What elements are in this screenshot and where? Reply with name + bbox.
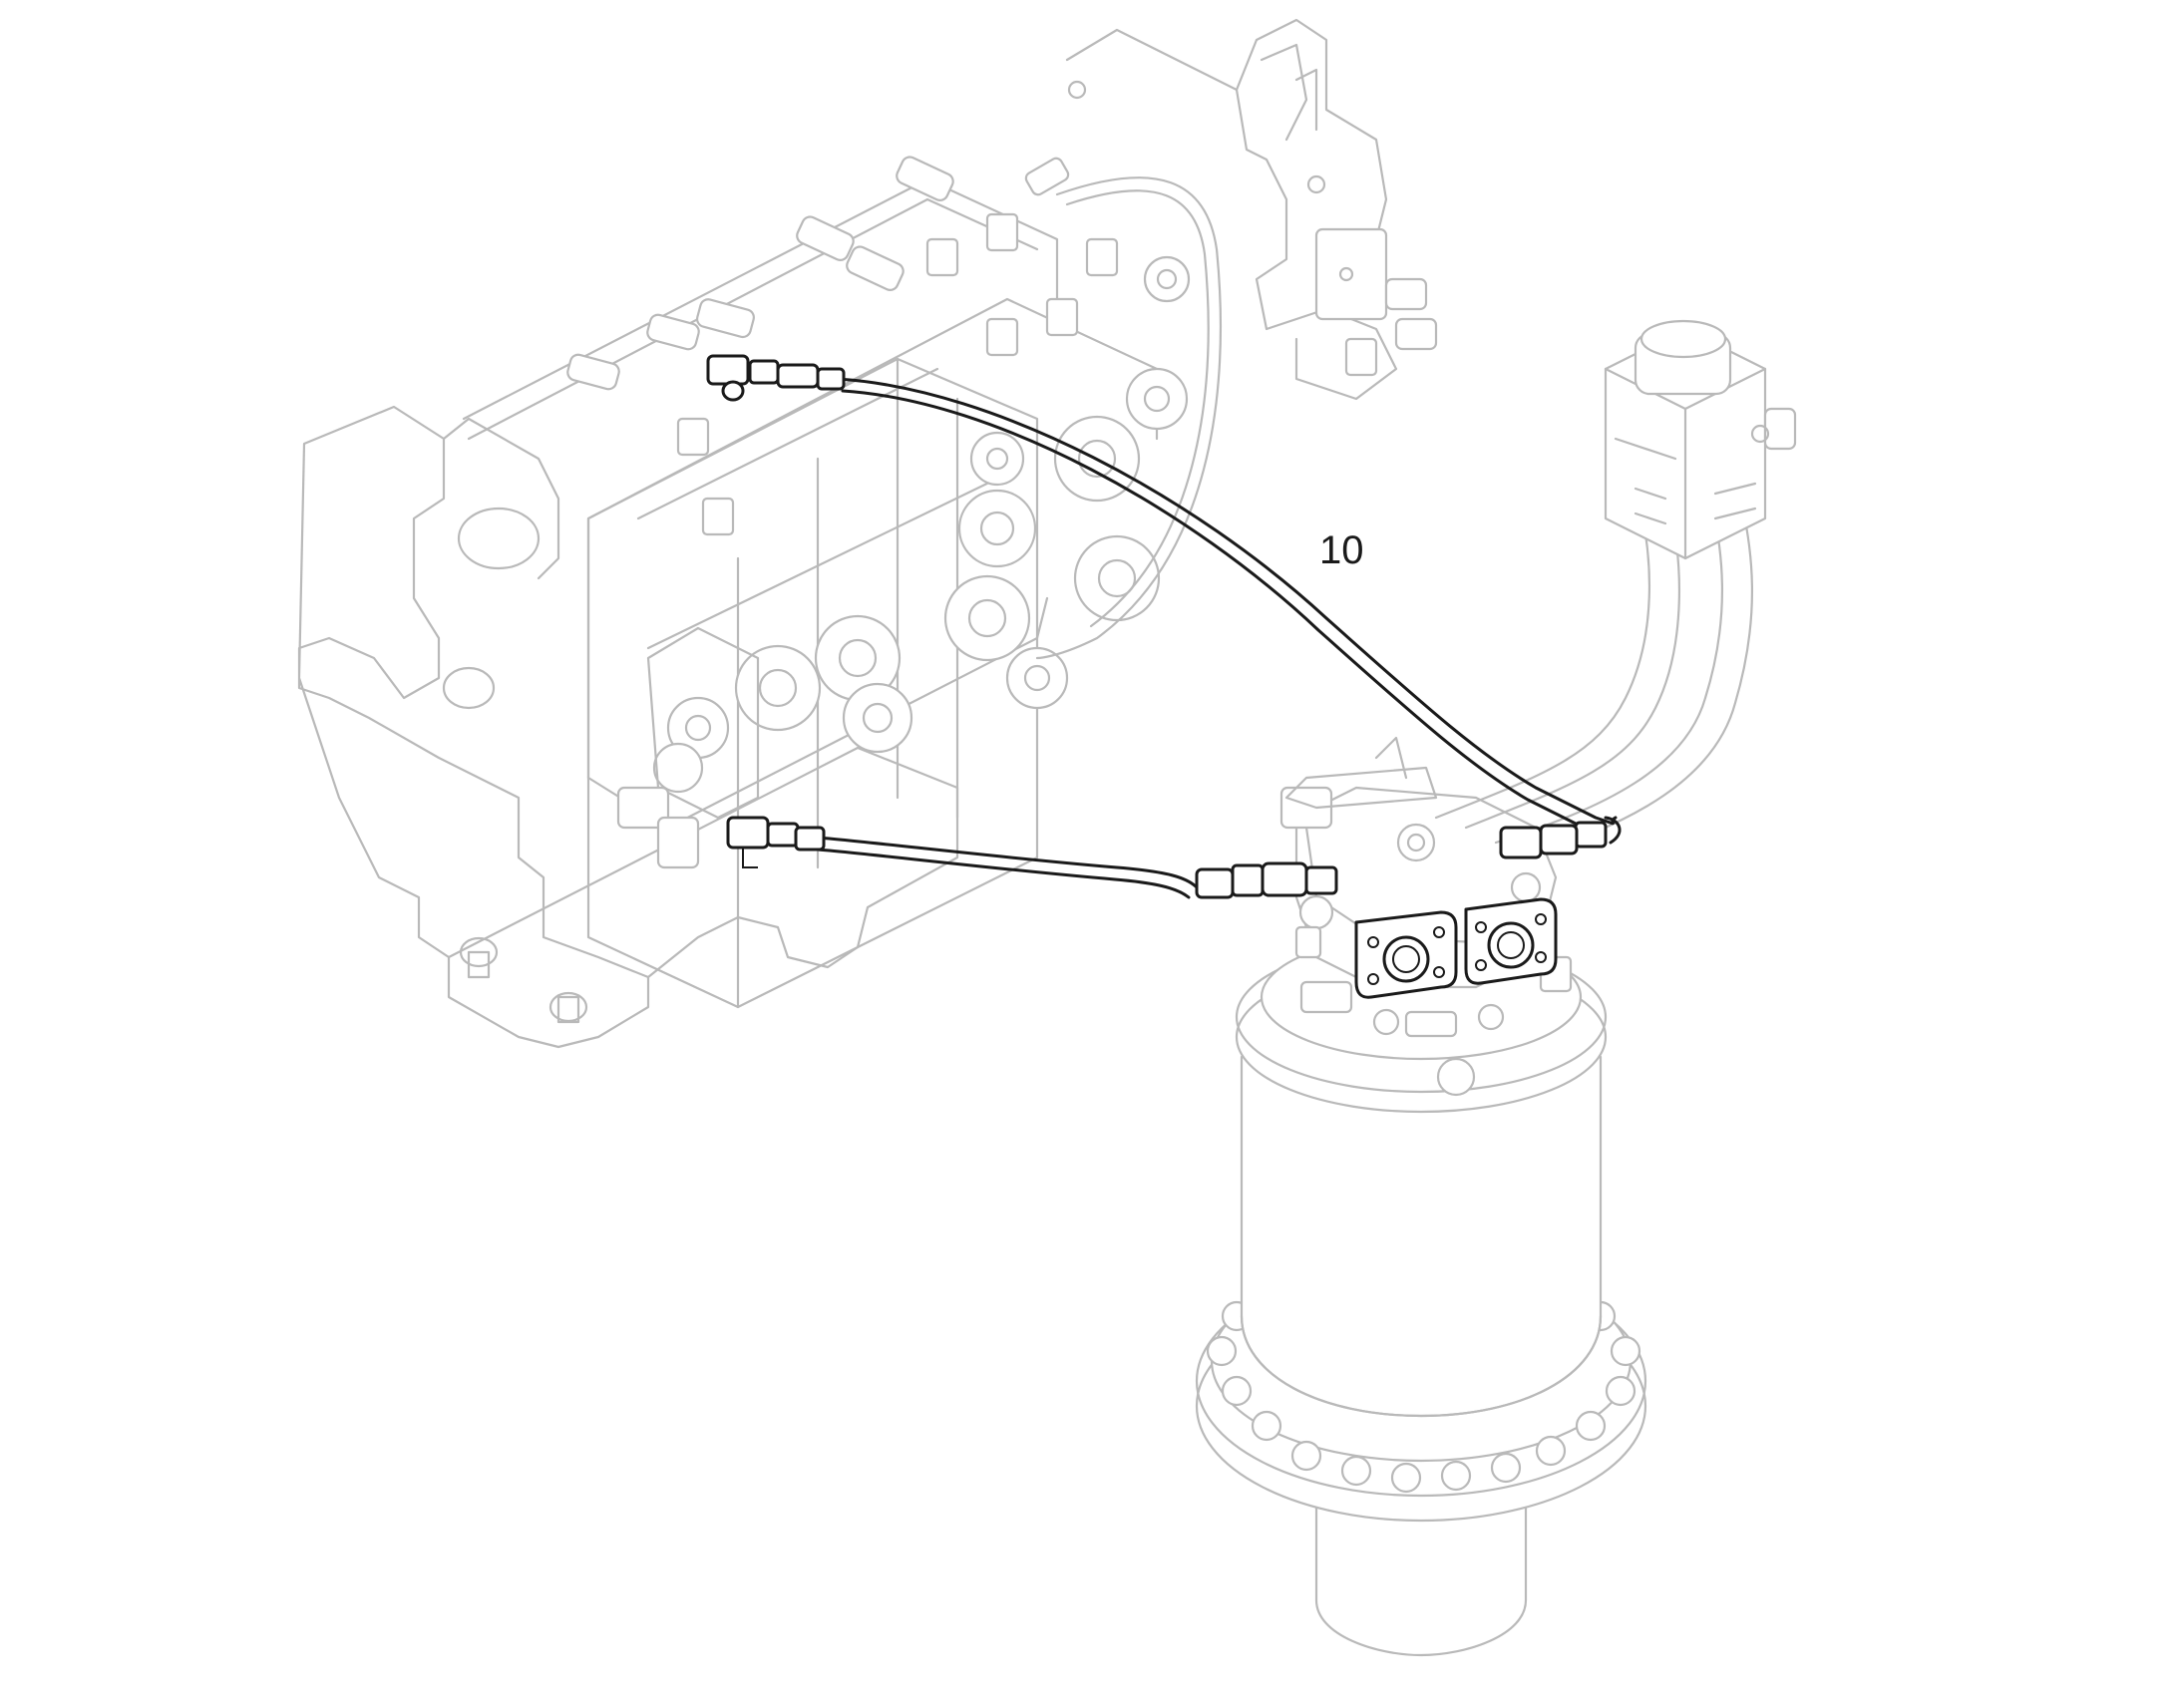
solenoid-valve xyxy=(1604,319,1797,560)
valve-port-plates xyxy=(652,255,1191,794)
lower-valve-fittings xyxy=(726,816,826,868)
flange-bolts xyxy=(1206,1300,1641,1494)
hose-callout-label: 10 xyxy=(1319,528,1364,572)
highlighted-hose-assembly xyxy=(706,354,1622,999)
chassis-frame xyxy=(297,177,1159,1049)
return-hose xyxy=(1035,176,1223,660)
motor-port-flanges xyxy=(1354,897,1558,999)
mounting-bracket xyxy=(1065,18,1438,401)
upper-motor-fittings xyxy=(1499,816,1622,859)
lower-motor-fittings xyxy=(1195,861,1338,899)
upper-valve-fittings xyxy=(706,354,846,402)
valve-top-fittings xyxy=(566,156,1119,536)
lower-pilot-hose xyxy=(816,836,1199,889)
upper-pilot-hose xyxy=(836,377,1618,826)
